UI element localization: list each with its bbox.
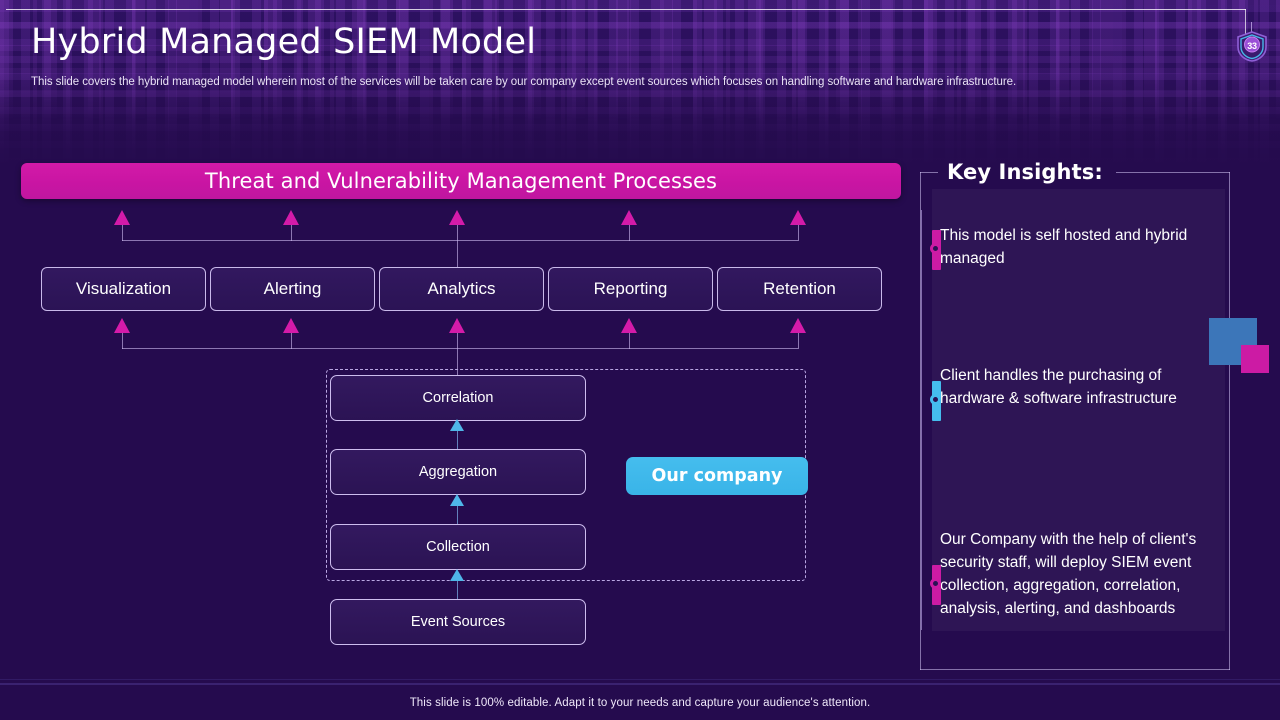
key-insights-frame-top-right (1116, 172, 1230, 173)
arrow-up-icon (114, 210, 130, 225)
key-insight-marker-dot (930, 578, 941, 589)
key-insight-marker (930, 381, 941, 421)
shield-icon (1237, 31, 1267, 62)
process-box-label: Analytics (427, 279, 496, 298)
footer-note: This slide is 100% editable. Adapt it to… (409, 697, 871, 709)
connector-upper-stem-2 (291, 225, 292, 241)
pipeline-stage-label: Event Sources (410, 614, 506, 630)
key-insight-item-1: This model is self hosted and hybrid man… (930, 225, 1226, 271)
header-background (0, 0, 1280, 165)
connector-upper-hline (122, 240, 798, 241)
arrow-up-icon (450, 569, 464, 581)
footer-divider-thin (0, 679, 1280, 680)
arrow-up-icon (449, 210, 465, 225)
connector-aggregation-to-correlation (0, 419, 600, 451)
pipeline-stage-correlation[interactable]: Correlation (330, 375, 586, 421)
process-box-label: Visualization (75, 279, 172, 298)
slide-number-badge: 33 (1236, 22, 1268, 62)
process-box-visualization[interactable]: Visualization (41, 267, 206, 311)
process-box-label: Retention (763, 279, 836, 298)
key-insight-item-3: Our Company with the help of client's se… (930, 529, 1226, 621)
key-insights-timeline (921, 210, 922, 630)
key-insight-text: Client handles the purchasing of hardwar… (940, 367, 1177, 407)
connector-upper-stem-4 (629, 225, 630, 241)
connector-collection-to-aggregation (0, 494, 600, 526)
arrow-up-icon (283, 318, 299, 333)
connector-vline (457, 575, 458, 599)
banner-label: Threat and Vulnerability Management Proc… (204, 169, 718, 193)
connector-upper-stem-5 (798, 225, 799, 241)
process-box-label: Reporting (593, 279, 668, 298)
pipeline-stage-label: Correlation (422, 390, 494, 406)
key-insight-marker-dot (930, 243, 941, 254)
frame-top-line (6, 9, 1246, 10)
pipeline-stage-event-sources[interactable]: Event Sources (330, 599, 586, 645)
connector-lower-stem-2 (291, 333, 292, 349)
arrow-up-icon (283, 210, 299, 225)
key-insights-frame-bottom (920, 669, 1230, 670)
connector-lower-hline (122, 348, 798, 349)
connector-vline (457, 425, 458, 449)
key-insights-title: Key Insights: (947, 160, 1103, 184)
key-insight-marker (930, 230, 941, 270)
connector-lower-stem-4 (629, 333, 630, 349)
key-insights-frame-right (1229, 172, 1230, 670)
pipeline-stage-aggregation[interactable]: Aggregation (330, 449, 586, 495)
arrow-up-icon (114, 318, 130, 333)
process-box-alerting[interactable]: Alerting (210, 267, 375, 311)
banner-threat-vulnerability: Threat and Vulnerability Management Proc… (21, 163, 901, 199)
key-insights-backdrop (932, 189, 1225, 631)
arrow-up-icon (790, 318, 806, 333)
arrow-up-icon (621, 318, 637, 333)
our-company-label: Our company (651, 466, 783, 486)
decorative-square-magenta (1241, 345, 1269, 373)
badge-number: 33 (1247, 41, 1257, 51)
key-insight-item-2: Client handles the purchasing of hardwar… (930, 365, 1226, 421)
connector-lower-stem-1 (122, 333, 123, 349)
process-box-retention[interactable]: Retention (717, 267, 882, 311)
connector-lower-stem-5 (798, 333, 799, 349)
connector-lower-stem-3 (457, 333, 458, 391)
key-insight-marker (930, 565, 941, 605)
footer-divider (0, 683, 1280, 685)
process-box-analytics[interactable]: Analytics (379, 267, 544, 311)
key-insight-text: This model is self hosted and hybrid man… (940, 227, 1188, 267)
key-insight-marker-dot (930, 394, 941, 405)
connector-vline (457, 500, 458, 524)
process-box-label: Alerting (263, 279, 322, 298)
arrow-up-icon (621, 210, 637, 225)
key-insights-frame-top-left (920, 172, 938, 173)
pipeline-stage-label: Aggregation (418, 464, 498, 480)
pipeline-stage-label: Collection (426, 539, 490, 555)
frame-top-right-line (1245, 9, 1246, 39)
key-insights-frame-left (920, 172, 921, 670)
mosaic-texture (0, 0, 1280, 120)
connector-lower (0, 313, 920, 391)
connector-upper-stem-1 (122, 225, 123, 241)
process-box-reporting[interactable]: Reporting (548, 267, 713, 311)
connector-event-sources-to-collection (0, 569, 600, 601)
key-insight-text: Our Company with the help of client's se… (940, 531, 1197, 617)
our-company-badge[interactable]: Our company (626, 457, 808, 495)
connector-upper (0, 205, 920, 267)
page-title: Hybrid Managed SIEM Model (31, 22, 537, 62)
key-insights-panel: Key Insights: This model is self hosted … (920, 160, 1230, 670)
pipeline-stage-collection[interactable]: Collection (330, 524, 586, 570)
arrow-up-icon (450, 419, 464, 431)
page-subtitle: This slide covers the hybrid managed mod… (31, 76, 1017, 88)
arrow-up-icon (790, 210, 806, 225)
arrow-up-icon (450, 494, 464, 506)
connector-upper-stem-3 (457, 225, 458, 267)
badge-stem (1251, 22, 1252, 34)
arrow-up-icon (449, 318, 465, 333)
